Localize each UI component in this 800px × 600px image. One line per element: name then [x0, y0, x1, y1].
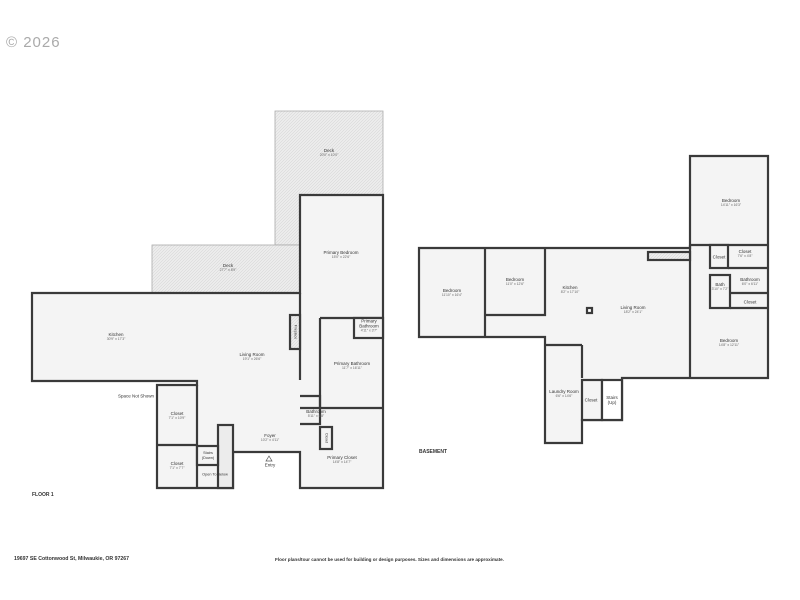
- floor1-walls: [30, 193, 385, 490]
- space-not-shown-label: Space Not Shown: [117, 393, 155, 399]
- deck-areas: [151, 110, 384, 294]
- open-to-below-label: Open To Below: [202, 472, 228, 477]
- closet-label: Closet: [584, 397, 598, 403]
- closet-label: Closet: [324, 433, 329, 443]
- basement-walls: [417, 154, 770, 445]
- entry-arrow-icon: [265, 455, 273, 462]
- address: 19697 SE Cottonwood St, Milwaukie, OR 97…: [14, 556, 130, 562]
- closet-label: Closet: [712, 254, 726, 260]
- entry-label: Entry: [264, 462, 276, 468]
- disclaimer: Floor plans/tour cannot be used for buil…: [275, 557, 504, 562]
- stairs-down-label: Stairs (Down): [201, 451, 215, 460]
- deck-lower: [151, 244, 301, 294]
- watermark: © 2026: [6, 34, 61, 51]
- floor1-caption: FLOOR 1: [32, 492, 54, 498]
- basement-caption: BASEMENT: [419, 449, 448, 455]
- closet-label: Closet: [743, 299, 757, 305]
- stairs-up-label: Stairs (Up): [606, 395, 618, 405]
- fireplace-label: Fireplace: [293, 324, 298, 340]
